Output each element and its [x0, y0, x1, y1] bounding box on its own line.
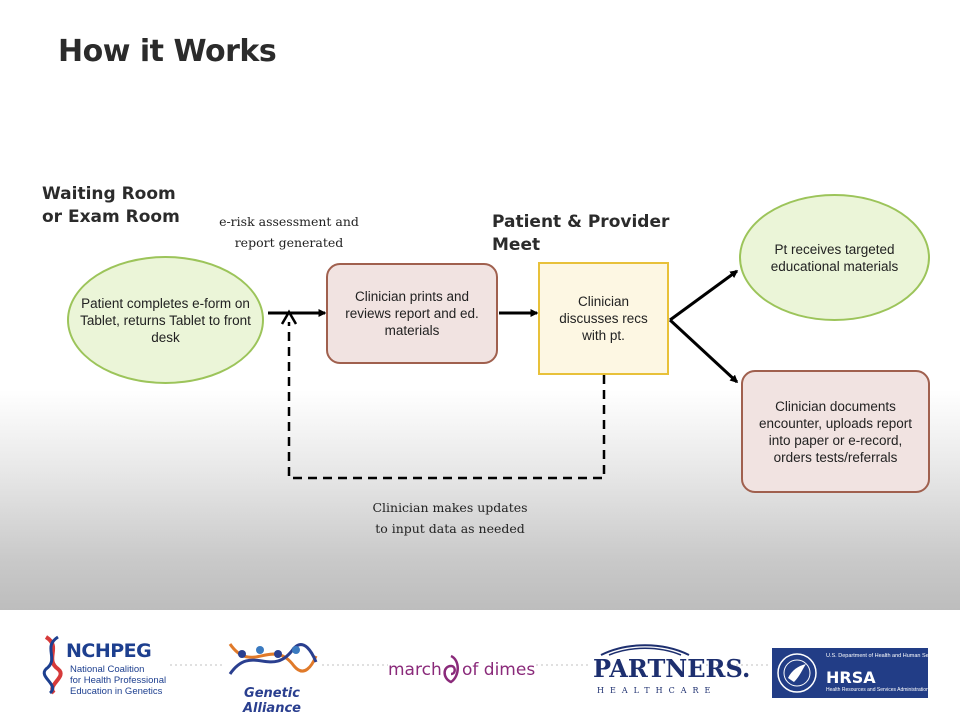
- hrsa-administration-text: Health Resources and Services Administra…: [826, 687, 929, 693]
- march-of-dimes-word-left: march: [388, 660, 442, 680]
- section-waiting-room-line-1: Waiting Room: [42, 184, 176, 204]
- partners-arc-icon: [600, 644, 690, 656]
- mother-baby-icon: [443, 654, 459, 684]
- note-updates-line-2: to input data as needed: [375, 521, 525, 536]
- nchpeg-subtitle-line-1: National Coalition: [70, 664, 145, 675]
- note-e-risk-line-1: e-risk assessment and: [219, 214, 359, 229]
- genetic-alliance-wordmark: Genetic Alliance: [243, 686, 301, 716]
- node-clinician-prints: Clinician prints and reviews report and …: [326, 263, 498, 364]
- partners-subtitle: HEALTHCARE: [597, 686, 717, 695]
- march-of-dimes-logo: march of dimes: [388, 654, 538, 686]
- page-title: How it Works: [58, 34, 277, 69]
- nchpeg-subtitle-line-2: for Health Professional: [70, 675, 167, 686]
- slide-canvas: How it Works Waiting Room or Exam Room P…: [0, 0, 960, 610]
- section-patient-provider-line-2: Meet: [492, 235, 541, 255]
- node-clinician-discusses: Clinician discusses recs with pt.: [538, 262, 669, 375]
- node-clinician-documents: Clinician documents encounter, uploads r…: [741, 370, 930, 493]
- node-patient-completes: Patient completes e-form on Tablet, retu…: [67, 256, 264, 384]
- genetic-alliance-logo: Genetic Alliance: [222, 636, 322, 716]
- arrow-discusses-to-documents: [668, 318, 739, 384]
- flow-connectors: [268, 269, 739, 480]
- hrsa-department-text: U.S. Department of Health and Human Serv…: [826, 653, 944, 659]
- footer-dotted-dividers: [170, 664, 770, 666]
- section-patient-provider-line-1: Patient & Provider: [492, 212, 670, 232]
- dashed-feedback-arrowhead: [280, 309, 298, 325]
- partners-wordmark: PARTNERS.: [593, 654, 751, 683]
- nchpeg-wordmark: NCHPEG: [66, 640, 152, 662]
- dna-helix-icon: [42, 635, 63, 695]
- note-e-risk: e-risk assessment and report generated: [208, 211, 370, 253]
- partners-healthcare-logo: PARTNERS. HEALTHCARE: [593, 642, 750, 698]
- march-of-dimes-word-right: of dimes: [462, 660, 536, 680]
- note-updates: Clinician makes updates to input data as…: [360, 497, 540, 539]
- section-waiting-room: Waiting Room or Exam Room: [42, 183, 180, 229]
- people-helix-icon: [228, 643, 318, 675]
- nchpeg-subtitle-line-3: Education in Genetics: [70, 686, 163, 697]
- hrsa-wordmark: HRSA: [826, 668, 876, 687]
- arrow-discusses-to-receives: [669, 269, 739, 322]
- hrsa-logo: U.S. Department of Health and Human Serv…: [772, 648, 943, 698]
- dashed-feedback-loop: [287, 322, 606, 480]
- section-patient-provider: Patient & Provider Meet: [492, 211, 669, 257]
- hhs-seal-icon: [777, 653, 817, 693]
- section-waiting-room-line-2: or Exam Room: [42, 207, 180, 227]
- note-updates-line-1: Clinician makes updates: [372, 500, 528, 515]
- note-e-risk-line-2: report generated: [234, 235, 344, 250]
- node-pt-receives: Pt receives targeted educational materia…: [739, 194, 930, 321]
